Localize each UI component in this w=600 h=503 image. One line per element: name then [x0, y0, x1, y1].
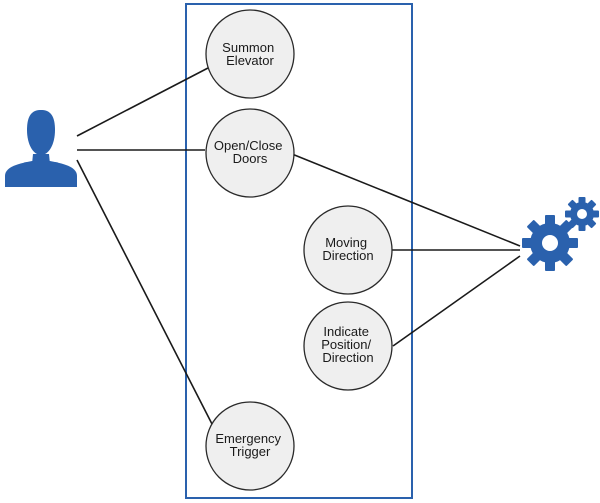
assoc-user-summon	[76, 67, 209, 137]
svg-text:Indicate Position/: Indicate Position/ Direction	[321, 324, 375, 365]
usecase-indicate-position[interactable]: Indicate Position/ Direction	[303, 301, 393, 391]
usecase-label-line: Trigger	[230, 444, 271, 459]
usecase-label-line: Summon	[222, 40, 274, 55]
svg-text:Moving Direction: Moving Direction	[322, 235, 373, 263]
usecase-open-close-doors[interactable]: Open/Close Doors	[205, 108, 295, 198]
usecase-summon-elevator[interactable]: Summon Elevator	[205, 9, 295, 99]
assoc-user-emergency	[76, 159, 213, 425]
svg-text:Open/Close Doors: Open/Close Doors	[214, 138, 286, 166]
assoc-doors-system	[291, 153, 521, 247]
system-boundary	[185, 3, 413, 499]
svg-text:Summon Elevator: Summon Elevator	[222, 40, 278, 68]
usecase-label-line: Open/Close	[214, 138, 283, 153]
gears-icon	[522, 197, 599, 271]
person-icon	[5, 110, 77, 187]
usecase-label-line: Emergency	[215, 431, 281, 446]
usecase-label-line: Elevator	[226, 53, 274, 68]
usecase-moving-direction[interactable]: Moving Direction	[303, 205, 393, 295]
usecase-label-line: Doors	[233, 151, 268, 166]
assoc-indicate-system	[392, 255, 521, 347]
svg-text:Emergency Trigger: Emergency Trigger	[215, 431, 284, 459]
usecase-label-line: Indicate	[323, 324, 369, 339]
usecase-label-line: Position/	[321, 337, 371, 352]
usecase-label-line: Direction	[322, 248, 373, 263]
usecase-emergency-trigger[interactable]: Emergency Trigger	[205, 401, 295, 491]
usecase-label-line: Moving	[325, 235, 367, 250]
usecase-label-line: Direction	[322, 350, 373, 365]
